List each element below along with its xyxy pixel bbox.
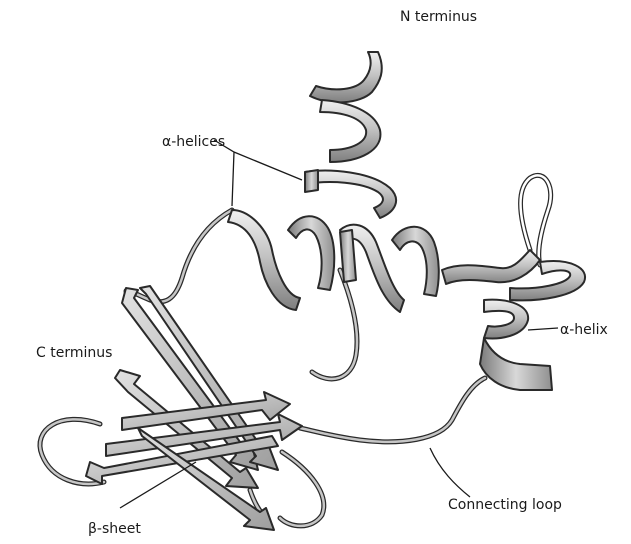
central-helix-face-a [340,230,356,282]
n-terminal-helix-turn-1 [310,52,382,102]
central-helix-turn-1 [228,210,300,310]
n-terminal-helix-cap [305,170,318,192]
beta-sheet-strands [86,286,302,530]
connecting-loop-leader [430,448,470,497]
alpha-helix-leader [528,328,558,330]
alpha-helices-label: α-helices [162,134,225,150]
central-helix-turn-4 [392,227,439,296]
connecting-loop-label: Connecting loop [448,497,562,513]
alpha-helix-label: α-helix [560,322,608,338]
beta-sheet-label: β-sheet [88,521,141,537]
c-terminus-label: C terminus [36,345,112,361]
n-terminal-helix-turn-2 [320,100,380,162]
right-helix-turn-3 [480,338,552,390]
n-terminus-label: N terminus [400,9,477,25]
right-helix-turn-2 [484,300,528,339]
central-helix-turn-2 [288,216,334,290]
central-helix-turn-5 [442,250,540,284]
alpha-helices-leader [214,140,302,206]
alpha-helix-ribbons [228,52,585,390]
